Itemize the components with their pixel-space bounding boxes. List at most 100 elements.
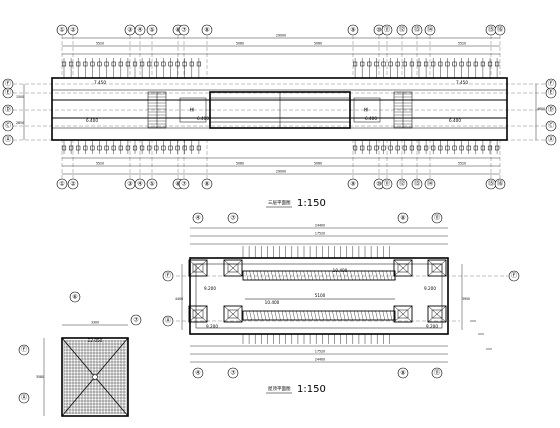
axis-bubble: ⑦ <box>133 317 139 324</box>
axis-bubble: ⑦ <box>181 27 187 34</box>
axis-bubble: ⑮ <box>488 26 494 34</box>
overall-dimension-top: 29000 <box>276 34 286 38</box>
axis-bubble: ⑤ <box>149 27 154 34</box>
side-dimension: 1500 <box>16 95 24 99</box>
level-mark: 9.200 <box>426 324 438 329</box>
stair-left: 梯 <box>147 91 207 129</box>
corner-towers <box>188 259 447 323</box>
axis-bubble: ⑥ <box>72 294 77 301</box>
side-dimension: 4600 <box>537 107 545 111</box>
axis-bubble: Ⓒ <box>5 122 11 130</box>
axis-bubble: ⑪ <box>384 180 390 188</box>
level-mark: 10.400 <box>265 300 280 305</box>
plan-title: 三层平面图 <box>268 200 291 206</box>
level-mark: 9.200 <box>206 324 218 329</box>
axis-bubble: Ⓕ <box>165 272 171 280</box>
axis-bubble: ⑯ <box>497 180 503 188</box>
axis-bubble: ⑭ <box>427 26 433 34</box>
level-mark: 9.200 <box>424 286 436 291</box>
bay-dimension: 5520 <box>96 42 104 46</box>
axis-bubble: ⑥ <box>175 27 180 34</box>
axis-bubble: ⑪ <box>434 214 440 222</box>
axis-bubble: Ⓓ <box>548 106 554 114</box>
axis-bubble: Ⓕ <box>5 80 11 88</box>
bay-dimension: 5060 <box>236 162 244 166</box>
inner-dimension: 17520 <box>315 350 325 354</box>
hip-roof-hatch <box>63 340 128 414</box>
hip-roof-outline <box>61 337 129 417</box>
bay-dimension: 5520 <box>458 42 466 46</box>
axis-bubble: ⑫ <box>399 26 405 34</box>
axis-bubble: ⑩ <box>376 27 381 34</box>
level-mark: 6.400 <box>449 118 461 123</box>
room-tag: 梯 <box>190 106 194 113</box>
axis-bubble: ⑤ <box>149 181 154 188</box>
axis-bubble: ⑯ <box>497 26 503 34</box>
building-outline <box>51 77 508 141</box>
bay-dimension: 5520 <box>458 162 466 166</box>
axis-bubble: ⑬ <box>414 26 420 34</box>
side-dimension: 2850 <box>16 121 24 125</box>
axis-bubble: ② <box>70 27 76 34</box>
roof-outline <box>189 257 449 335</box>
axis-bubble: ⑧ <box>400 215 405 222</box>
axis-bubble: Ⓐ <box>548 136 554 144</box>
level-mark: 12.050 <box>88 338 103 343</box>
axis-bubble: ① <box>59 181 64 188</box>
overall-dimension: 24400 <box>315 224 325 228</box>
axis-bubble: ⑪ <box>434 369 440 377</box>
axis-bubble: ⑪ <box>384 26 390 34</box>
level-mark: 6.400 <box>365 116 377 121</box>
axis-bubble: Ⓐ <box>21 394 27 402</box>
axis-bubble: Ⓓ <box>5 106 11 114</box>
span-dimension: 5100 <box>315 293 326 298</box>
axis-bubble: ⑭ <box>427 180 433 188</box>
overall-dimension-bottom: 29000 <box>276 170 286 174</box>
overall-dimension: 24400 <box>315 358 325 362</box>
side-dimension: 3950 <box>462 297 470 301</box>
axis-bubble: ⑧ <box>400 370 405 377</box>
level-mark: 7.450 <box>456 80 468 85</box>
axis-bubble: ③ <box>127 27 132 34</box>
window-bay-ticks <box>61 58 500 154</box>
room-tag: 梯 <box>364 106 368 113</box>
level-mark: 7.450 <box>94 80 106 85</box>
axis-bubble: ⑨ <box>350 181 355 188</box>
axis-bubble: ① <box>59 27 64 34</box>
stair-right: 梯 <box>353 91 413 129</box>
axis-bubble: ⑦ <box>230 215 236 222</box>
axis-bubble: Ⓐ <box>165 317 171 325</box>
axis-bubble: ⑧ <box>204 181 209 188</box>
detail-dimension: 3300 <box>91 321 99 325</box>
roof-tile-hatch <box>245 270 396 321</box>
level-mark: 6.400 <box>197 116 209 121</box>
axis-bubble: ⑫ <box>399 180 405 188</box>
bay-dimension: 5060 <box>314 42 322 46</box>
side-dimension: 4400 <box>175 297 183 301</box>
axis-bubble: ③ <box>127 181 132 188</box>
plan-title: 屋顶平面图 <box>268 386 291 392</box>
axis-bubble: Ⓕ <box>548 80 554 88</box>
axis-bubble: ⑧ <box>204 27 209 34</box>
axis-bubble: ⑩ <box>376 181 381 188</box>
axis-bubble: Ⓕ <box>511 272 517 280</box>
plan-scale: 1:150 <box>297 384 326 395</box>
axis-bubble: ⑦ <box>181 181 187 188</box>
roof-ticks <box>242 246 390 344</box>
level-mark: 6.400 <box>86 118 98 123</box>
level-mark: 9.200 <box>204 286 216 291</box>
axis-bubble: Ⓒ <box>548 122 554 130</box>
axis-bubble: ④ <box>137 181 142 188</box>
axis-bubble: ⑥ <box>175 181 180 188</box>
bay-dimension: 5520 <box>96 162 104 166</box>
axis-bubble: ⑨ <box>350 27 355 34</box>
plan-scale: 1:150 <box>297 198 326 209</box>
axis-bubble: ④ <box>195 215 200 222</box>
axis-bubble: Ⓕ <box>21 346 27 354</box>
inner-dimension: 17520 <box>315 232 325 236</box>
level-mark: 10.400 <box>333 268 348 273</box>
